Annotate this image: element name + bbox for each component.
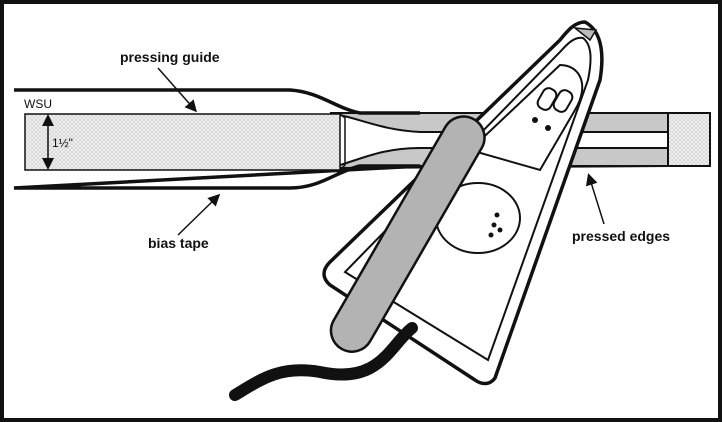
width-label: 1½": [52, 136, 73, 150]
bias-tape-label: bias tape: [148, 235, 209, 251]
iron: [229, 20, 604, 401]
tape-end: [667, 112, 711, 167]
bias-tape-arrow: [177, 193, 221, 236]
pressed-edges-label: pressed edges: [572, 228, 670, 244]
iron-handle: [329, 115, 486, 353]
pressing-guide-arrow: [157, 67, 197, 113]
pressed-edges-arrow: [585, 173, 605, 225]
wsu-logo-text: WSU: [24, 97, 52, 111]
pressing-guide: [13, 88, 421, 190]
pressing-guide-label: pressing guide: [120, 49, 220, 65]
iron-cord: [229, 322, 418, 401]
bias-tape: [24, 113, 341, 171]
